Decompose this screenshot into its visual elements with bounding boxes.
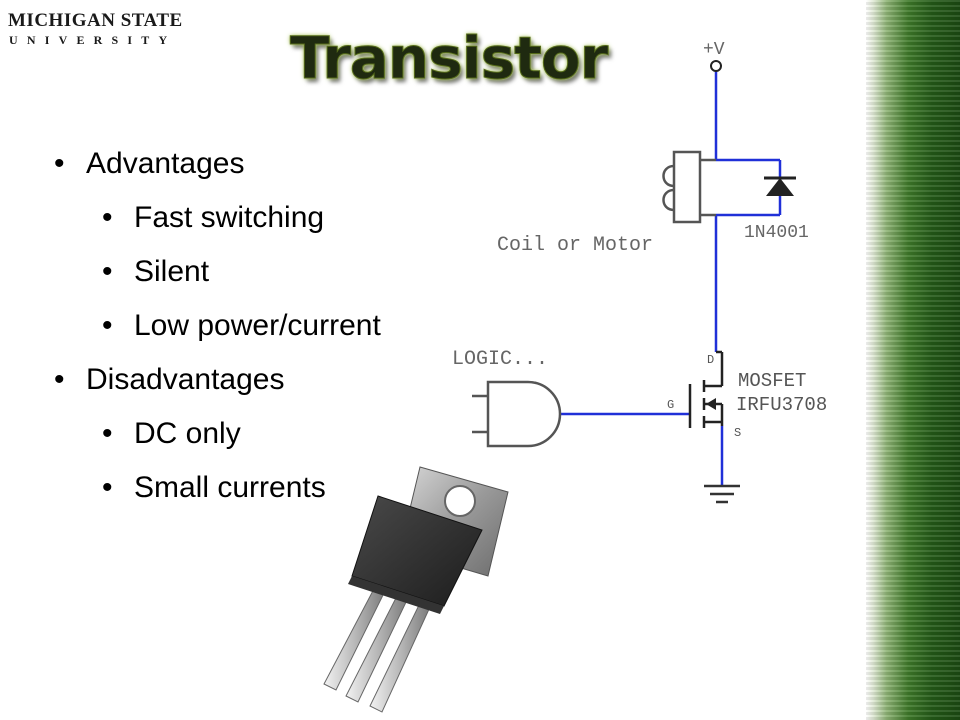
coil-icon: [662, 150, 716, 224]
drain-label: D: [707, 353, 714, 367]
supply-label: +V: [703, 40, 725, 60]
bullet-small-currents: • Small currents: [102, 470, 326, 506]
bullet-text: Fast switching: [134, 201, 325, 234]
decorative-green-strip: [866, 0, 960, 720]
bullet-text: Advantages: [86, 147, 245, 180]
bullet-text: Small currents: [134, 471, 326, 504]
slide-title: Transistor: [289, 24, 608, 93]
bullet-fast-switching: • Fast switching: [102, 200, 325, 236]
gate-label: G: [667, 398, 674, 412]
schematic-wires: [558, 70, 782, 416]
mosfet-label: MOSFET: [738, 370, 806, 392]
bullet-dc-only: • DC only: [102, 416, 241, 452]
coil-label: Coil or Motor: [497, 234, 653, 257]
logic-label: LOGIC...: [452, 348, 548, 371]
bullet-low-power: • Low power/current: [102, 308, 381, 344]
bullet-text: Silent: [134, 255, 210, 288]
bullet-dot: •: [102, 201, 113, 234]
transistor-leads: [323, 584, 431, 713]
diode-icon: [764, 176, 796, 196]
transistor-mount-hole: [444, 485, 476, 517]
bullet-dot: •: [54, 363, 65, 396]
bullet-disadvantages: • Disadvantages: [54, 362, 285, 398]
diode-label: 1N4001: [744, 223, 809, 243]
bullet-dot: •: [54, 147, 65, 180]
logo-line1: MICHIGAN STATE: [8, 10, 183, 31]
bullet-dot: •: [102, 417, 113, 450]
supply-terminal-icon: [710, 60, 722, 72]
bullet-dot: •: [102, 255, 113, 288]
bullet-silent: • Silent: [102, 254, 210, 290]
msu-logo: MICHIGAN STATE UNIVERSITY: [8, 10, 182, 50]
and-gate-icon: [472, 380, 562, 448]
bullet-dot: •: [102, 471, 113, 504]
bullet-advantages: • Advantages: [54, 146, 245, 182]
mosfet-arrow-icon: [706, 398, 716, 410]
bullet-text: Disadvantages: [86, 363, 285, 396]
transistor-body-edge: [348, 576, 444, 614]
logo-line2: UNIVERSITY: [9, 33, 177, 47]
mosfet-part-label: IRFU3708: [736, 394, 827, 416]
ground-icon: [704, 484, 740, 504]
bullet-text: Low power/current: [134, 309, 381, 342]
bullet-dot: •: [102, 309, 113, 342]
bullet-text: DC only: [134, 417, 241, 450]
mosfet-icon: [688, 350, 724, 428]
source-label: S: [734, 426, 741, 440]
